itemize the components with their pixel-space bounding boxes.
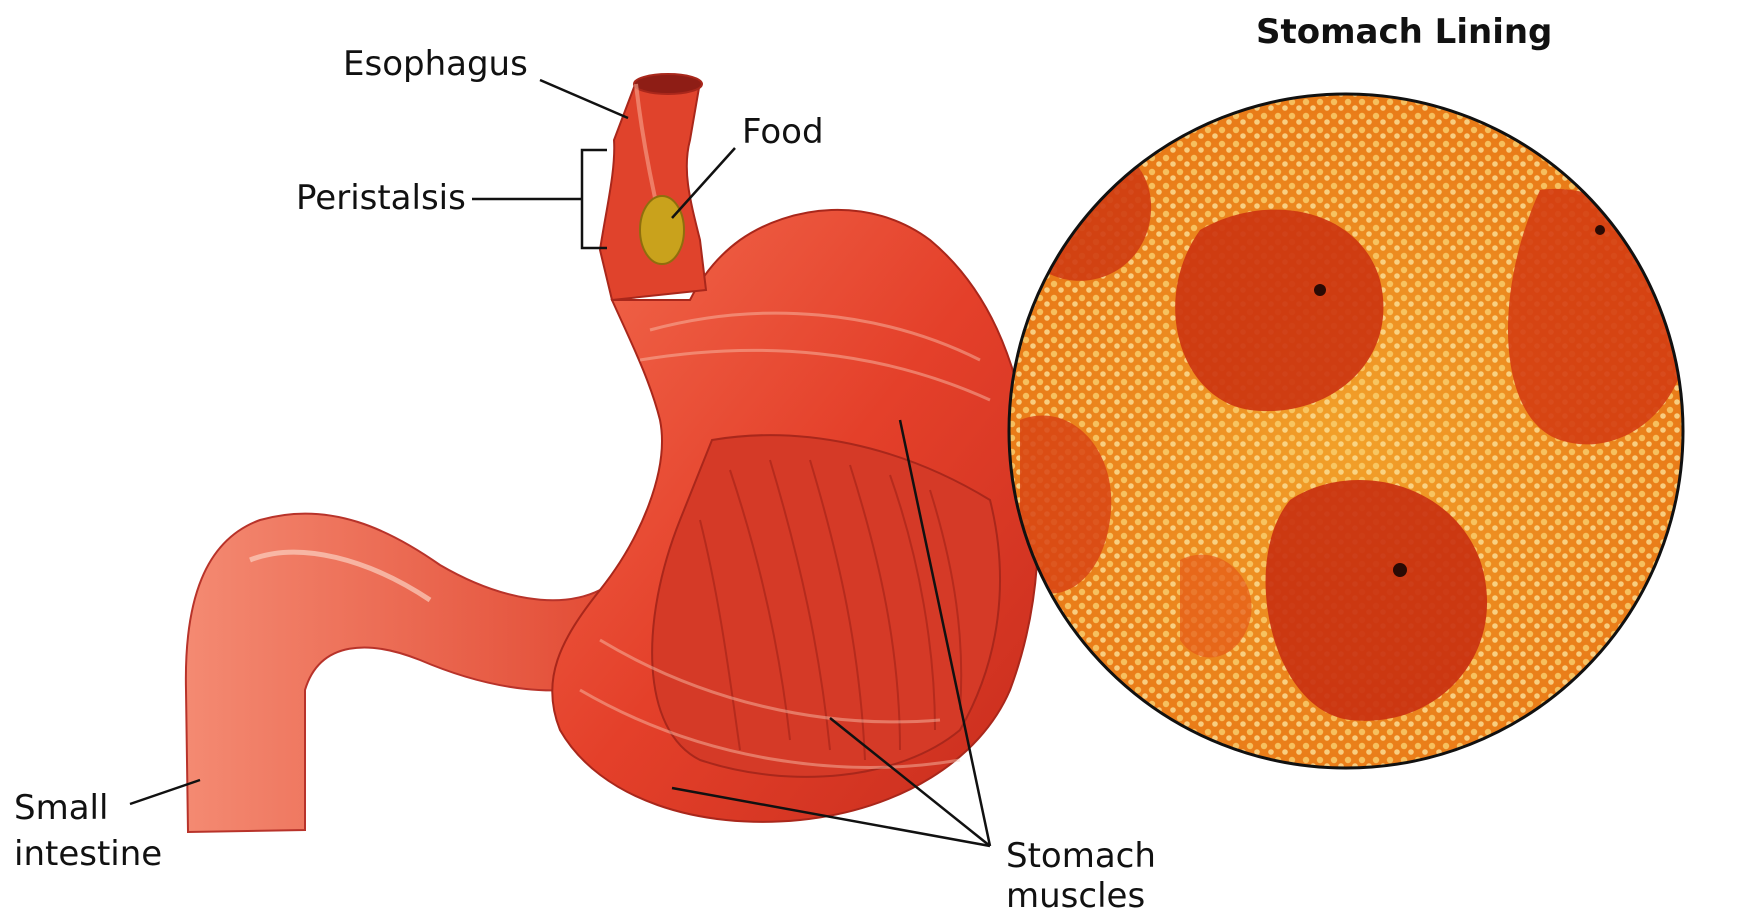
stomach-lining-title: Stomach Lining: [1256, 12, 1552, 52]
food-bolus: [640, 196, 684, 264]
small-intestine-label-line1: Small: [14, 788, 108, 829]
stomach-muscle-layer: [652, 435, 1000, 777]
esophagus-label: Esophagus: [343, 44, 528, 85]
peristalsis-label: Peristalsis: [296, 178, 466, 219]
food-label: Food: [742, 112, 824, 153]
esophagus-leader: [540, 80, 628, 118]
stomach-muscles-label-line1: Stomach: [1006, 836, 1156, 877]
stomach-muscles-label-line2: muscles: [1006, 876, 1145, 917]
small-intestine-label-line2: intestine: [14, 834, 162, 875]
